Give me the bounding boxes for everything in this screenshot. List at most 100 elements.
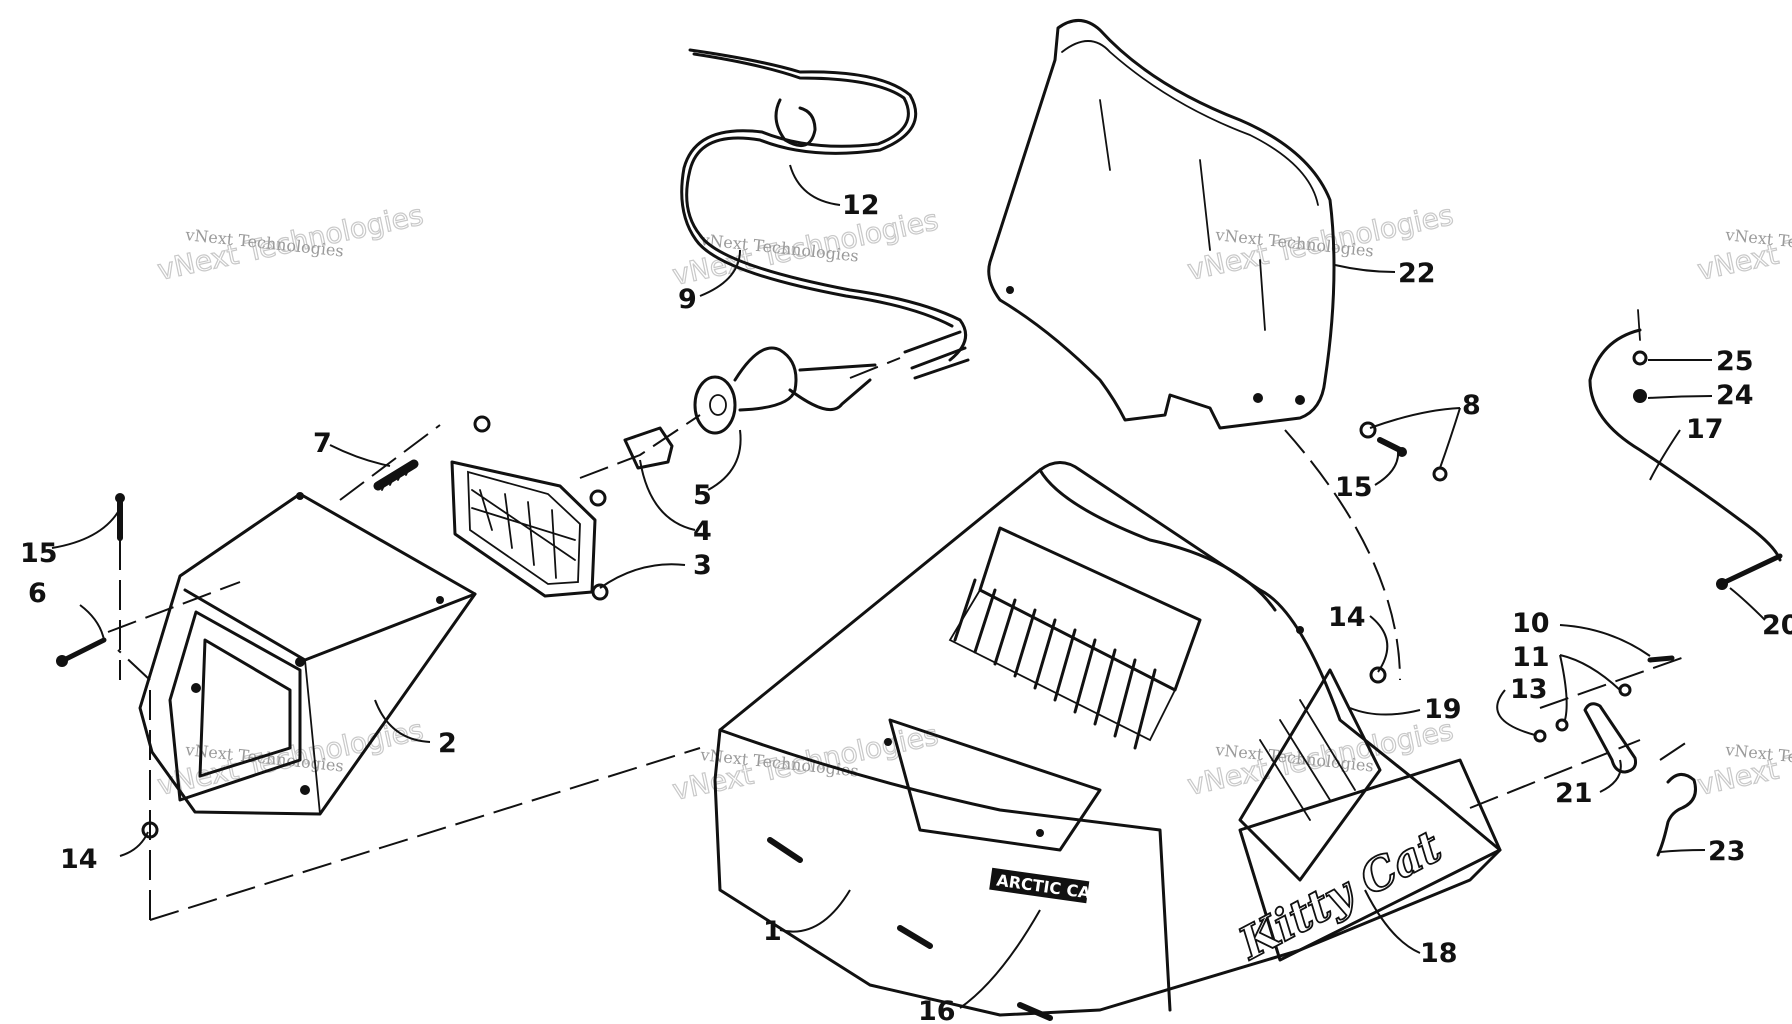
callout-1: 1 <box>763 916 782 947</box>
side-decal-area <box>1238 758 1502 962</box>
washer <box>1359 421 1377 439</box>
screw-head <box>1397 447 1407 457</box>
socket-flange <box>693 375 737 435</box>
front-decal: ARCTIC CAT <box>989 867 1101 904</box>
callout-21: 21 <box>1555 778 1593 809</box>
screw <box>61 637 107 663</box>
hood-panel <box>888 718 1102 852</box>
callout-22: 22 <box>1398 258 1436 289</box>
windshield-fasteners <box>1359 421 1448 482</box>
mount-hole <box>436 596 444 604</box>
bolt <box>1722 553 1783 585</box>
leader-line <box>599 563 686 589</box>
nut <box>1432 466 1448 482</box>
windshield-reflection <box>1099 99 1266 331</box>
housing-edge <box>183 588 477 662</box>
callout-5: 5 <box>693 480 712 511</box>
socket-wire <box>788 378 872 412</box>
side-vent-panel <box>1238 668 1382 882</box>
callout-4: 4 <box>693 516 712 547</box>
leader-line <box>1496 689 1536 736</box>
assembly-line <box>849 357 901 379</box>
hood-outline <box>713 461 1502 1017</box>
callout-7: 7 <box>313 428 332 459</box>
mount-hole <box>300 785 310 795</box>
bolt-head <box>1716 578 1728 590</box>
leader-line <box>1349 707 1421 716</box>
harness-cable <box>685 48 968 362</box>
cable-clip <box>774 98 817 148</box>
assembly-line <box>339 424 441 501</box>
leader-line <box>1369 615 1389 673</box>
assembly-line <box>1539 654 1691 709</box>
windshield <box>987 19 1336 430</box>
wiring-harness <box>680 48 968 362</box>
headlight-lamp <box>450 415 609 601</box>
leader-line <box>699 249 741 297</box>
side-vent-lines <box>1259 699 1356 821</box>
harness-cable <box>680 52 954 328</box>
leader-line <box>1599 759 1622 793</box>
assembly-line <box>117 649 151 920</box>
callout-19: 19 <box>1424 694 1462 725</box>
tether-cable <box>1588 309 1783 590</box>
callout-18: 18 <box>1420 938 1458 969</box>
leader-line <box>79 604 105 641</box>
mount-hole <box>884 738 892 746</box>
bulb <box>623 426 674 470</box>
headlight-housing <box>138 492 477 816</box>
leader-line <box>779 889 851 933</box>
callout-3: 3 <box>693 550 712 581</box>
lens-pattern <box>471 489 576 579</box>
callout-14: 14 <box>1328 602 1366 633</box>
callout-23: 23 <box>1708 836 1746 867</box>
vent-slats <box>953 578 1157 750</box>
watermark-group: vNext Technologies vNext Technologies vN… <box>154 198 1792 808</box>
screw-shank <box>373 459 419 491</box>
mount-hole <box>191 683 201 693</box>
leader-line <box>1364 889 1421 954</box>
front-decal-text: ARCTIC CAT <box>995 871 1101 904</box>
leader-lines <box>51 164 1766 1009</box>
callout-15: 15 <box>1335 472 1373 503</box>
leader-line <box>1649 429 1681 481</box>
leader-line <box>1334 264 1396 273</box>
leader-line <box>1659 849 1706 853</box>
leader-line <box>1374 449 1400 486</box>
screw-thread <box>381 461 413 491</box>
windshield-edge <box>1061 40 1319 206</box>
latch-hardware <box>1533 655 1697 857</box>
latch-bracket <box>1583 702 1637 774</box>
leader-line <box>789 164 841 206</box>
leader-line <box>959 909 1041 1009</box>
callout-15: 15 <box>20 538 58 569</box>
mount-hole <box>296 492 304 500</box>
adjusting-screw <box>373 459 419 491</box>
lamp-tab <box>589 489 607 507</box>
vent-grille-lower <box>948 589 1176 742</box>
washer <box>1632 350 1648 366</box>
connector-wires <box>903 330 970 380</box>
socket-boot <box>733 346 798 412</box>
mount-hole <box>1253 393 1263 403</box>
screw-head <box>115 493 125 503</box>
screws-left <box>56 493 159 839</box>
assembly-line <box>1284 429 1401 681</box>
leader-line <box>707 429 742 491</box>
lamp-tab <box>591 583 609 601</box>
leader-line <box>1559 624 1651 657</box>
callout-8: 8 <box>1462 390 1481 421</box>
leader-line <box>329 444 391 467</box>
callout-labels: 1 2 3 4 5 6 7 8 9 10 11 12 13 14 14 15 1… <box>20 190 1792 1024</box>
rivet <box>1647 655 1675 663</box>
socket-center <box>709 394 727 416</box>
callout-17: 17 <box>1686 414 1724 445</box>
leader-line <box>1647 395 1713 399</box>
nut <box>141 821 159 839</box>
leader-line <box>1729 587 1766 621</box>
callout-6: 6 <box>28 578 47 609</box>
callout-14: 14 <box>60 844 98 875</box>
callout-13: 13 <box>1510 674 1548 705</box>
